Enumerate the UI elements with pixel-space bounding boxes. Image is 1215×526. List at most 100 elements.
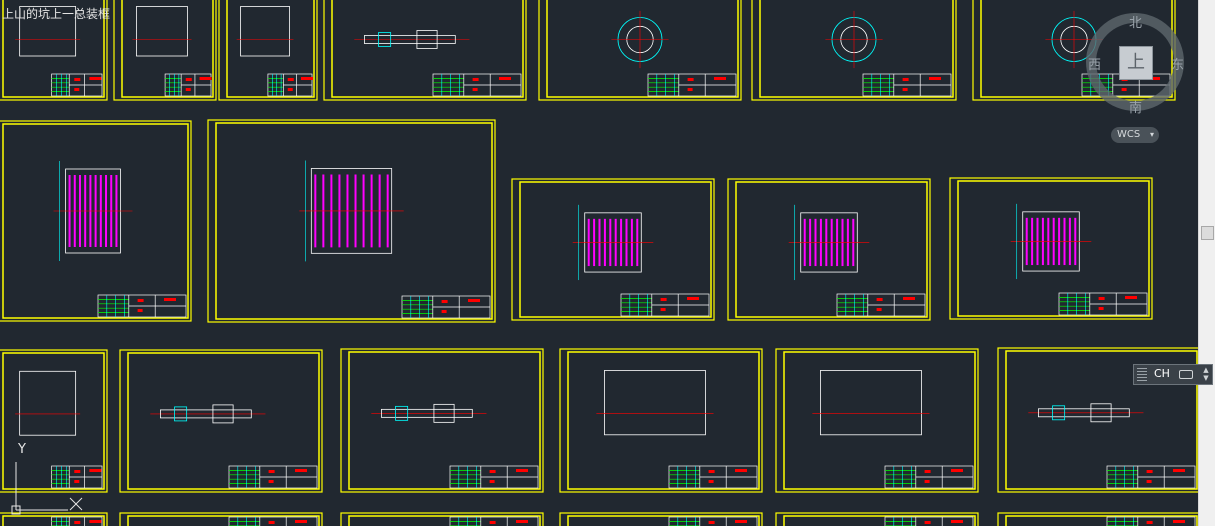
keyboard-icon[interactable] (1179, 370, 1193, 379)
title-block-mark (89, 469, 102, 472)
title-block-mark (489, 480, 495, 483)
drawing-sheet-frame (519, 181, 712, 318)
drawing-sheet-border (340, 512, 544, 526)
drawing-sheet-border (119, 512, 323, 526)
part-outline (136, 6, 188, 57)
compass-north[interactable]: 北 (1129, 16, 1143, 31)
ucs-axes-icon (11, 462, 83, 515)
drawing-sheet-frame (348, 351, 541, 490)
drawing-sheet-border (559, 348, 763, 493)
shaft-bearing (378, 32, 392, 47)
title-block-mark (74, 480, 80, 483)
drawing-sheet-frame (1005, 350, 1198, 490)
compass-east[interactable]: 东 (1171, 58, 1185, 73)
shaft-hub (212, 404, 234, 424)
title-block-mark (687, 297, 699, 300)
title-block-mark (903, 297, 915, 300)
viewcube[interactable]: 北 南 西 东 上 WCS ▾ (1085, 8, 1185, 158)
title-block-mark (1098, 297, 1105, 300)
title-block-mark (951, 469, 963, 472)
title-block (449, 516, 539, 526)
title-block-mark (441, 310, 447, 313)
scrollbar-thumb[interactable] (1201, 226, 1214, 240)
title-block-mark (74, 88, 80, 91)
drawing-sheet-frame (2, 515, 105, 526)
title-block-mark (489, 521, 496, 524)
drawing-sheet-border (119, 349, 323, 493)
compass-ring (1086, 13, 1184, 111)
grip-icon[interactable] (1137, 368, 1147, 381)
title-block (1106, 516, 1196, 526)
title-block-mark (89, 520, 102, 523)
wcs-label: WCS (1117, 129, 1141, 140)
drawing-sheet-border (0, 349, 108, 493)
drawing-sheet-frame (567, 351, 760, 490)
drawing-sheet-frame (735, 181, 928, 318)
title-block-mark (1148, 77, 1160, 80)
title-block-mark (876, 298, 883, 301)
title-block-mark (660, 298, 667, 301)
drawing-sheet-border (218, 0, 318, 101)
title-block-mark (1173, 520, 1185, 523)
drawing-sheet-border (775, 512, 979, 526)
title-block-mark (74, 521, 81, 524)
drawing-sheet-border (559, 512, 763, 526)
title-block-mark (735, 469, 747, 472)
title-block-mark (287, 88, 293, 91)
title-block-mark (660, 308, 666, 311)
vertical-scrollbar[interactable] (1198, 0, 1215, 526)
title-block-mark (1146, 470, 1153, 473)
shaft-body (159, 409, 252, 419)
title-block-mark (268, 521, 275, 524)
title-block-mark (268, 470, 275, 473)
drawing-sheet-frame (226, 0, 315, 98)
part-outline (240, 6, 290, 57)
ucs-icon: Y (8, 440, 88, 520)
part-outline (19, 370, 77, 436)
title-block-mark (137, 299, 144, 302)
drawing-sheet-frame (331, 0, 524, 98)
shaft-hub (1090, 403, 1112, 423)
drawing-sheet-frame (348, 515, 541, 526)
ime-options-icon[interactable]: ▲▼ (1203, 366, 1209, 382)
chevron-down-icon: ▾ (1149, 130, 1154, 139)
drawing-sheet-border (0, 120, 192, 322)
title-block-mark (687, 78, 694, 81)
title-block-mark (1121, 88, 1127, 91)
shaft-hub (433, 403, 455, 423)
title-block-mark (268, 480, 274, 483)
drawing-sheet-border (751, 0, 957, 101)
ime-toolbar[interactable]: CH ▲▼ (1133, 364, 1213, 385)
drawing-sheet-frame (1005, 515, 1198, 526)
title-block-mark (89, 77, 102, 80)
drawing-tab-label: 上山的坑上一总装框 (2, 7, 111, 21)
wcs-menu-button[interactable]: WCS ▾ (1111, 127, 1159, 143)
title-block-mark (902, 88, 908, 91)
title-block-mark (735, 520, 747, 523)
part-outline (19, 6, 77, 57)
drawing-sheet-frame (127, 515, 320, 526)
ucs-y-label: Y (18, 442, 26, 457)
title-block (51, 516, 103, 526)
title-block-mark (1173, 469, 1185, 472)
title-block-mark (924, 480, 930, 483)
title-block-mark (708, 470, 715, 473)
title-block-mark (516, 469, 528, 472)
title-block-mark (468, 299, 480, 302)
title-block-mark (489, 470, 496, 473)
title-block-mark (924, 521, 931, 524)
drawing-sheet-frame (127, 352, 320, 490)
title-block-mark (516, 520, 528, 523)
drawing-sheet-border (0, 512, 108, 526)
title-block-mark (472, 88, 478, 91)
ime-language-label[interactable]: CH (1154, 367, 1170, 380)
drawing-sheet-frame (783, 515, 976, 526)
viewcube-top-face[interactable]: 上 (1119, 46, 1153, 80)
compass-west[interactable]: 西 (1088, 58, 1102, 73)
title-block-mark (1125, 296, 1137, 299)
drawing-sheet-frame (215, 122, 493, 320)
compass-south[interactable]: 南 (1129, 101, 1143, 116)
drawing-sheet-frame (567, 515, 760, 526)
